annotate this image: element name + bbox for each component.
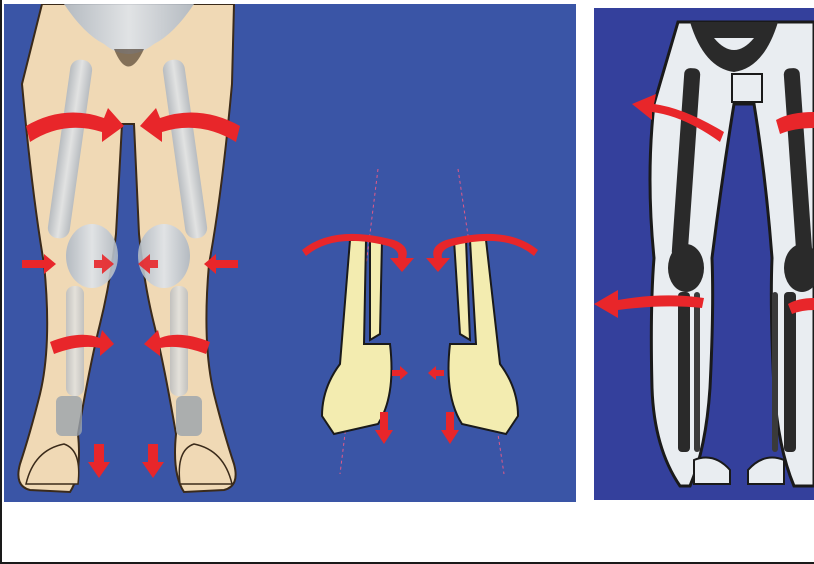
- down-arrow-icon: [88, 444, 110, 478]
- knee-right: [138, 224, 190, 288]
- xray-svg: [594, 8, 814, 500]
- xray-legs: [650, 22, 814, 486]
- inward-arrow-icon: [392, 366, 408, 380]
- legs-front-diagram: [18, 4, 235, 492]
- ankle-bones-diagram: [322, 169, 518, 474]
- inward-arrow-icon: [428, 366, 444, 380]
- illustration-svg: [4, 4, 576, 502]
- down-arrow-icon: [441, 412, 459, 444]
- knee-left: [66, 224, 118, 288]
- illustration-panel: [4, 4, 576, 502]
- down-arrow-icon: [142, 444, 164, 478]
- xray-panel: [594, 8, 814, 500]
